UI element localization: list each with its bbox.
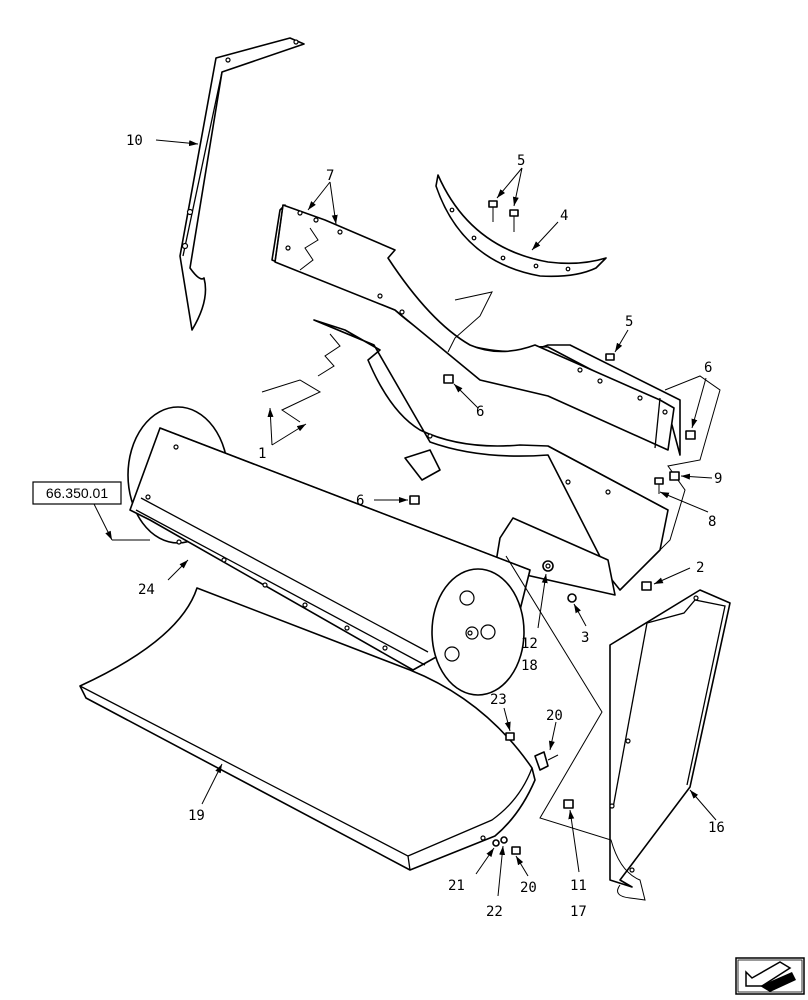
nut-3 xyxy=(567,593,577,603)
callout-12: 12 xyxy=(521,636,538,652)
nut-9 xyxy=(669,471,680,481)
upper-support-bar xyxy=(271,204,681,456)
callout-20b: 20 xyxy=(520,880,537,896)
callout-16: 16 xyxy=(708,820,725,836)
callout-6a: 6 xyxy=(476,404,484,420)
hardware xyxy=(409,200,696,855)
callout-24: 24 xyxy=(138,582,155,598)
nut-6c xyxy=(409,495,420,505)
callout-5a: 5 xyxy=(517,153,525,169)
callout-21: 21 xyxy=(448,878,465,894)
leader-lines xyxy=(93,139,717,897)
callout-19: 19 xyxy=(188,808,205,824)
callout-11: 11 xyxy=(570,878,587,894)
washer-22 xyxy=(500,836,508,844)
washer-12 xyxy=(542,560,554,572)
bolt-5a xyxy=(488,200,498,222)
phantom-outline xyxy=(505,555,646,901)
reference-box[interactable]: 66.350.01 xyxy=(32,481,122,505)
lower-curved-panel xyxy=(79,587,536,871)
callout-8: 8 xyxy=(708,514,716,530)
callout-9: 9 xyxy=(714,471,722,487)
callout-22: 22 xyxy=(486,904,503,920)
right-side-shield xyxy=(609,589,731,888)
arrow-down-left-icon[interactable] xyxy=(735,957,805,995)
nut-6a xyxy=(443,374,454,384)
reference-box-label: 66.350.01 xyxy=(46,485,108,501)
bolt-20b xyxy=(511,846,521,855)
callout-6b: 6 xyxy=(704,360,712,376)
callout-4: 4 xyxy=(560,208,568,224)
callout-7: 7 xyxy=(326,168,334,184)
left-side-shield xyxy=(179,37,305,331)
callout-18: 18 xyxy=(521,658,538,674)
nut-23 xyxy=(505,732,515,741)
bolt-5c xyxy=(605,353,615,361)
callout-6c: 6 xyxy=(356,493,364,509)
lower-support-bar xyxy=(261,319,669,591)
callout-10: 10 xyxy=(126,133,143,149)
callout-20a: 20 xyxy=(546,708,563,724)
bolt-2 xyxy=(641,581,652,591)
callout-17: 17 xyxy=(570,904,587,920)
bolt-5b xyxy=(509,209,519,232)
curved-cover-strip xyxy=(435,174,607,278)
center-bracket xyxy=(447,291,493,353)
callout-5b: 5 xyxy=(625,314,633,330)
bolt-8 xyxy=(654,477,664,494)
callout-2: 2 xyxy=(696,560,704,576)
callout-labels: 10 5 4 7 5 6 6 1 6 9 8 2 3 12 18 24 19 2… xyxy=(126,133,725,920)
bolt-20a xyxy=(534,751,559,771)
drum-housing xyxy=(127,406,531,696)
callout-23: 23 xyxy=(490,692,507,708)
nut-21 xyxy=(492,839,500,847)
callout-1: 1 xyxy=(258,446,266,462)
callout-3: 3 xyxy=(581,630,589,646)
phantom-outline-right xyxy=(649,375,721,561)
mounting-plate xyxy=(404,449,616,596)
bolt-11 xyxy=(563,799,574,809)
nut-6b xyxy=(685,430,696,440)
